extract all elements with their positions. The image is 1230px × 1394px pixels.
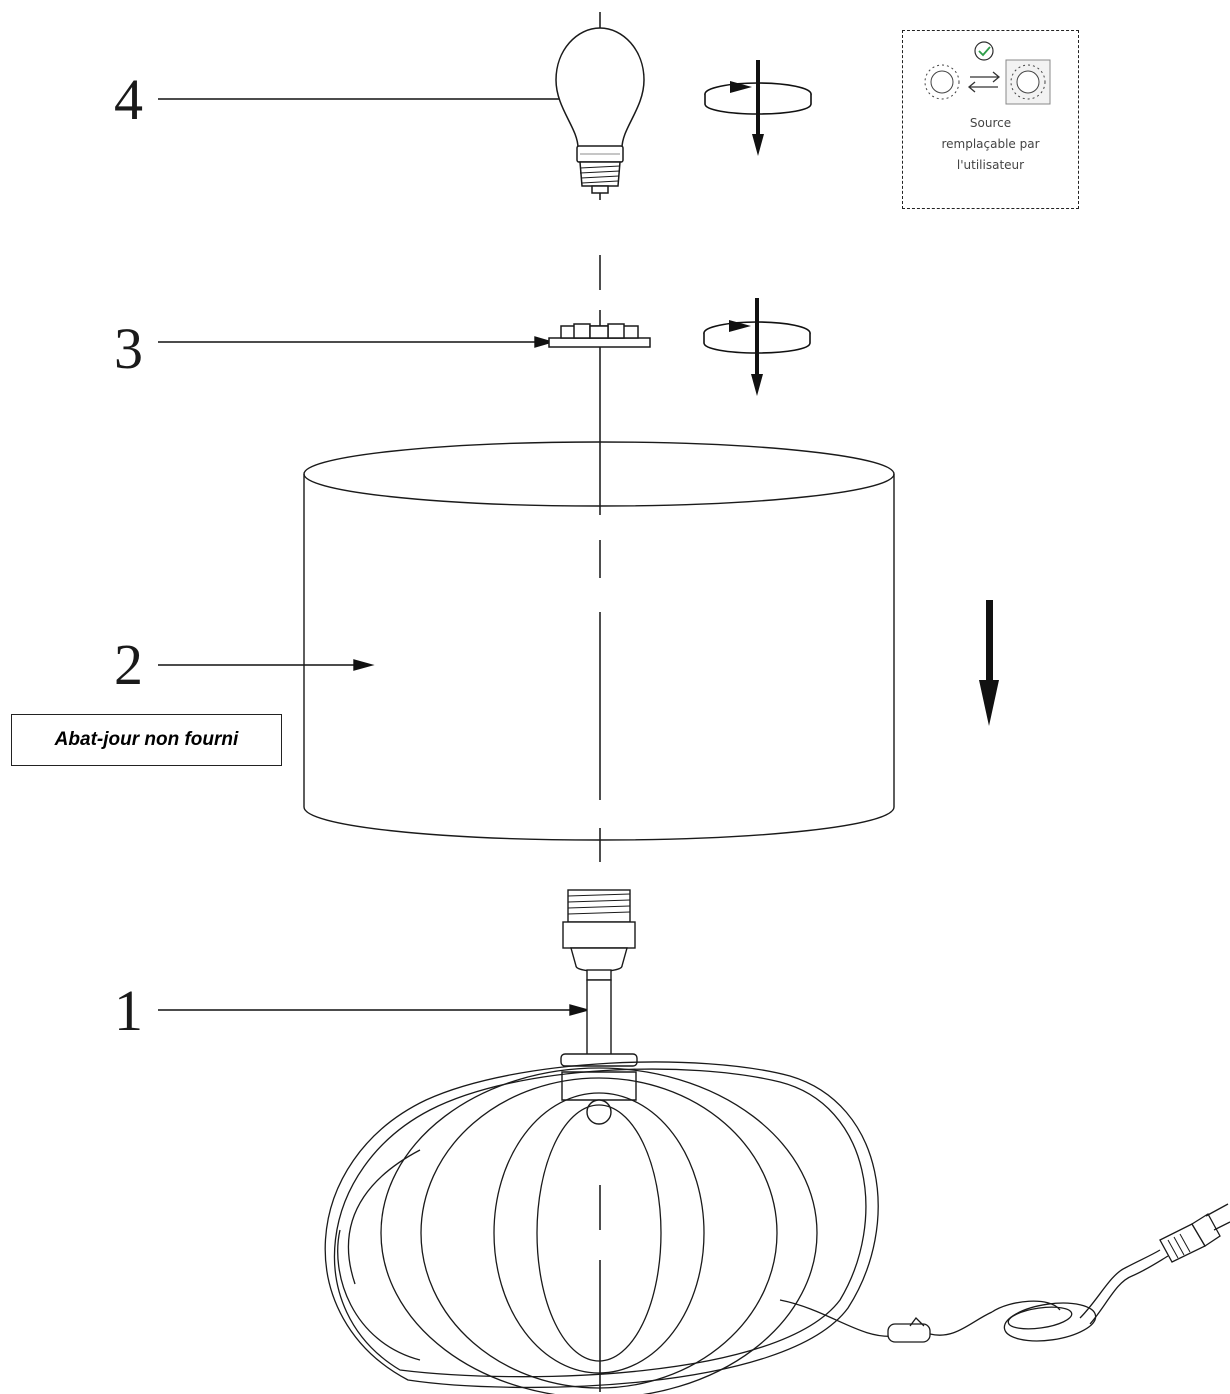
sun-icon [924,64,960,100]
replaceable-source-line1: Source [969,116,1012,130]
down-arrow-icon [979,600,999,726]
part-number-3: 3 [114,316,143,381]
bulb-icon [555,27,645,194]
cord-switch-icon [887,1317,931,1343]
part-number-2: 2 [114,632,143,697]
replaceable-source-line3: l'utilisateur [956,158,1025,172]
leader-lines [158,93,591,1016]
ring-nut-icon [548,323,651,348]
lampshade-icon [303,441,895,841]
replaceable-source-line2: remplaçable par [941,137,1040,151]
swap-arrows-icon [967,71,1001,93]
lamp-base-icon [324,889,897,1394]
checkmark-icon [974,41,994,61]
replaceable-source-box: Source remplaçable par l'utilisateur [902,30,1079,209]
replaceable-source-text: Source remplaçable par l'utilisateur [903,113,1078,176]
part-number-1: 1 [114,978,143,1043]
part-number-4: 4 [114,67,143,132]
rotate-down-arrow-icon [703,298,811,396]
shade-not-supplied-text: Abat-jour non fourni [54,729,239,750]
shade-not-supplied-note: Abat-jour non fourni [11,714,282,766]
plug-icon [929,1203,1230,1342]
sun-icon [1005,59,1051,105]
rotate-down-arrow-icon [704,60,812,156]
